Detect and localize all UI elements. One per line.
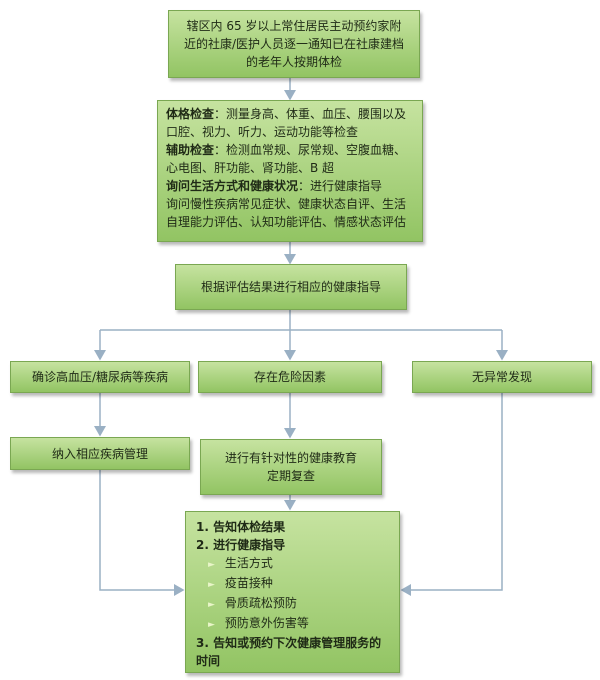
final-subitem: ► 预防意外伤害等 <box>196 614 389 634</box>
lifestyle-text: ：进行健康指导 <box>298 179 383 193</box>
box-health-guidance: 根据评估结果进行相应的健康指导 <box>175 264 407 310</box>
branch-risk-factors-text: 存在危险因素 <box>253 370 326 384</box>
auxiliary-exam-text: ：检测血常规、尿常规、空腹血糖、 <box>214 143 407 157</box>
triangle-bullet-icon: ► <box>208 600 215 610</box>
box-disease-management: 纳入相应疾病管理 <box>10 437 190 470</box>
final-subitem: ► 生活方式 <box>196 554 389 574</box>
final-subitem-text: 预防意外伤害等 <box>224 616 309 630</box>
physical-exam-text: ：测量身高、体重、血压、腰围以及 <box>214 107 407 121</box>
branch-diagnosed-text: 确诊高血压/糖尿病等疾病 <box>31 370 169 384</box>
box-target-population: 辖区内 65 岁以上常住居民主动预约家附 近的社康/医护人员逐一通知已在社康建档… <box>168 10 420 78</box>
arrow-right-branch-final <box>400 393 503 596</box>
box1-line: 辖区内 65 岁以上常住居民主动预约家附 <box>186 19 402 33</box>
physical-exam-text: 口腔、视力、听力、运动功能等检查 <box>166 125 359 139</box>
final-subitem: ► 疫苗接种 <box>196 574 389 594</box>
final-item: 时间 <box>196 654 221 668</box>
final-subitem-text: 疫苗接种 <box>224 576 273 590</box>
box3-text: 根据评估结果进行相应的健康指导 <box>200 280 381 294</box>
box1-line: 近的社康/医护人员逐一通知已在社康建档 <box>183 37 405 51</box>
final-item: 1. 告知体检结果 <box>196 520 286 534</box>
final-item: 3. 告知或预约下次健康管理服务的 <box>196 636 382 650</box>
branch-no-abnormality-text: 无异常发现 <box>471 370 532 384</box>
auxiliary-exam-label: 辅助检查 <box>166 143 215 157</box>
lifestyle-text: 自理能力评估、认知功能评估、情感状态评估 <box>166 215 407 229</box>
triangle-bullet-icon: ► <box>208 580 215 590</box>
box-examination-items: 体格检查：测量身高、体重、血压、腰围以及 口腔、视力、听力、运动功能等检查 辅助… <box>157 100 423 242</box>
triangle-bullet-icon: ► <box>208 560 215 570</box>
box-final-steps: 1. 告知体检结果 2. 进行健康指导 ►生活方式 ►疫苗接种 ►骨质疏松预防 … <box>185 511 400 673</box>
lifestyle-text: 询问慢性疾病常见症状、健康状态自评、生活 <box>166 197 407 211</box>
lifestyle-label: 询问生活方式和健康状况 <box>166 179 299 193</box>
physical-exam-label: 体格检查 <box>166 107 215 121</box>
branch-no-abnormality: 无异常发现 <box>412 361 592 393</box>
disease-management-text: 纳入相应疾病管理 <box>51 446 148 461</box>
arrow-left-action-final <box>99 470 185 596</box>
branch-diagnosed: 确诊高血压/糖尿病等疾病 <box>10 361 190 393</box>
triangle-bullet-icon: ► <box>208 620 215 630</box>
final-item: 2. 进行健康指导 <box>196 538 286 552</box>
final-subitem: ► 骨质疏松预防 <box>196 594 389 614</box>
final-subitem-text: 骨质疏松预防 <box>224 596 297 610</box>
health-education-line: 定期复查 <box>266 469 315 483</box>
health-education-line: 进行有针对性的健康教育 <box>224 451 357 465</box>
final-subitem-text: 生活方式 <box>224 556 273 570</box>
branch-risk-factors: 存在危险因素 <box>198 361 382 393</box>
box1-line: 的老年人按期体检 <box>245 55 342 69</box>
auxiliary-exam-text: 心电图、肝功能、肾功能、B 超 <box>166 161 335 175</box>
box-health-education: 进行有针对性的健康教育 定期复查 <box>200 439 382 495</box>
